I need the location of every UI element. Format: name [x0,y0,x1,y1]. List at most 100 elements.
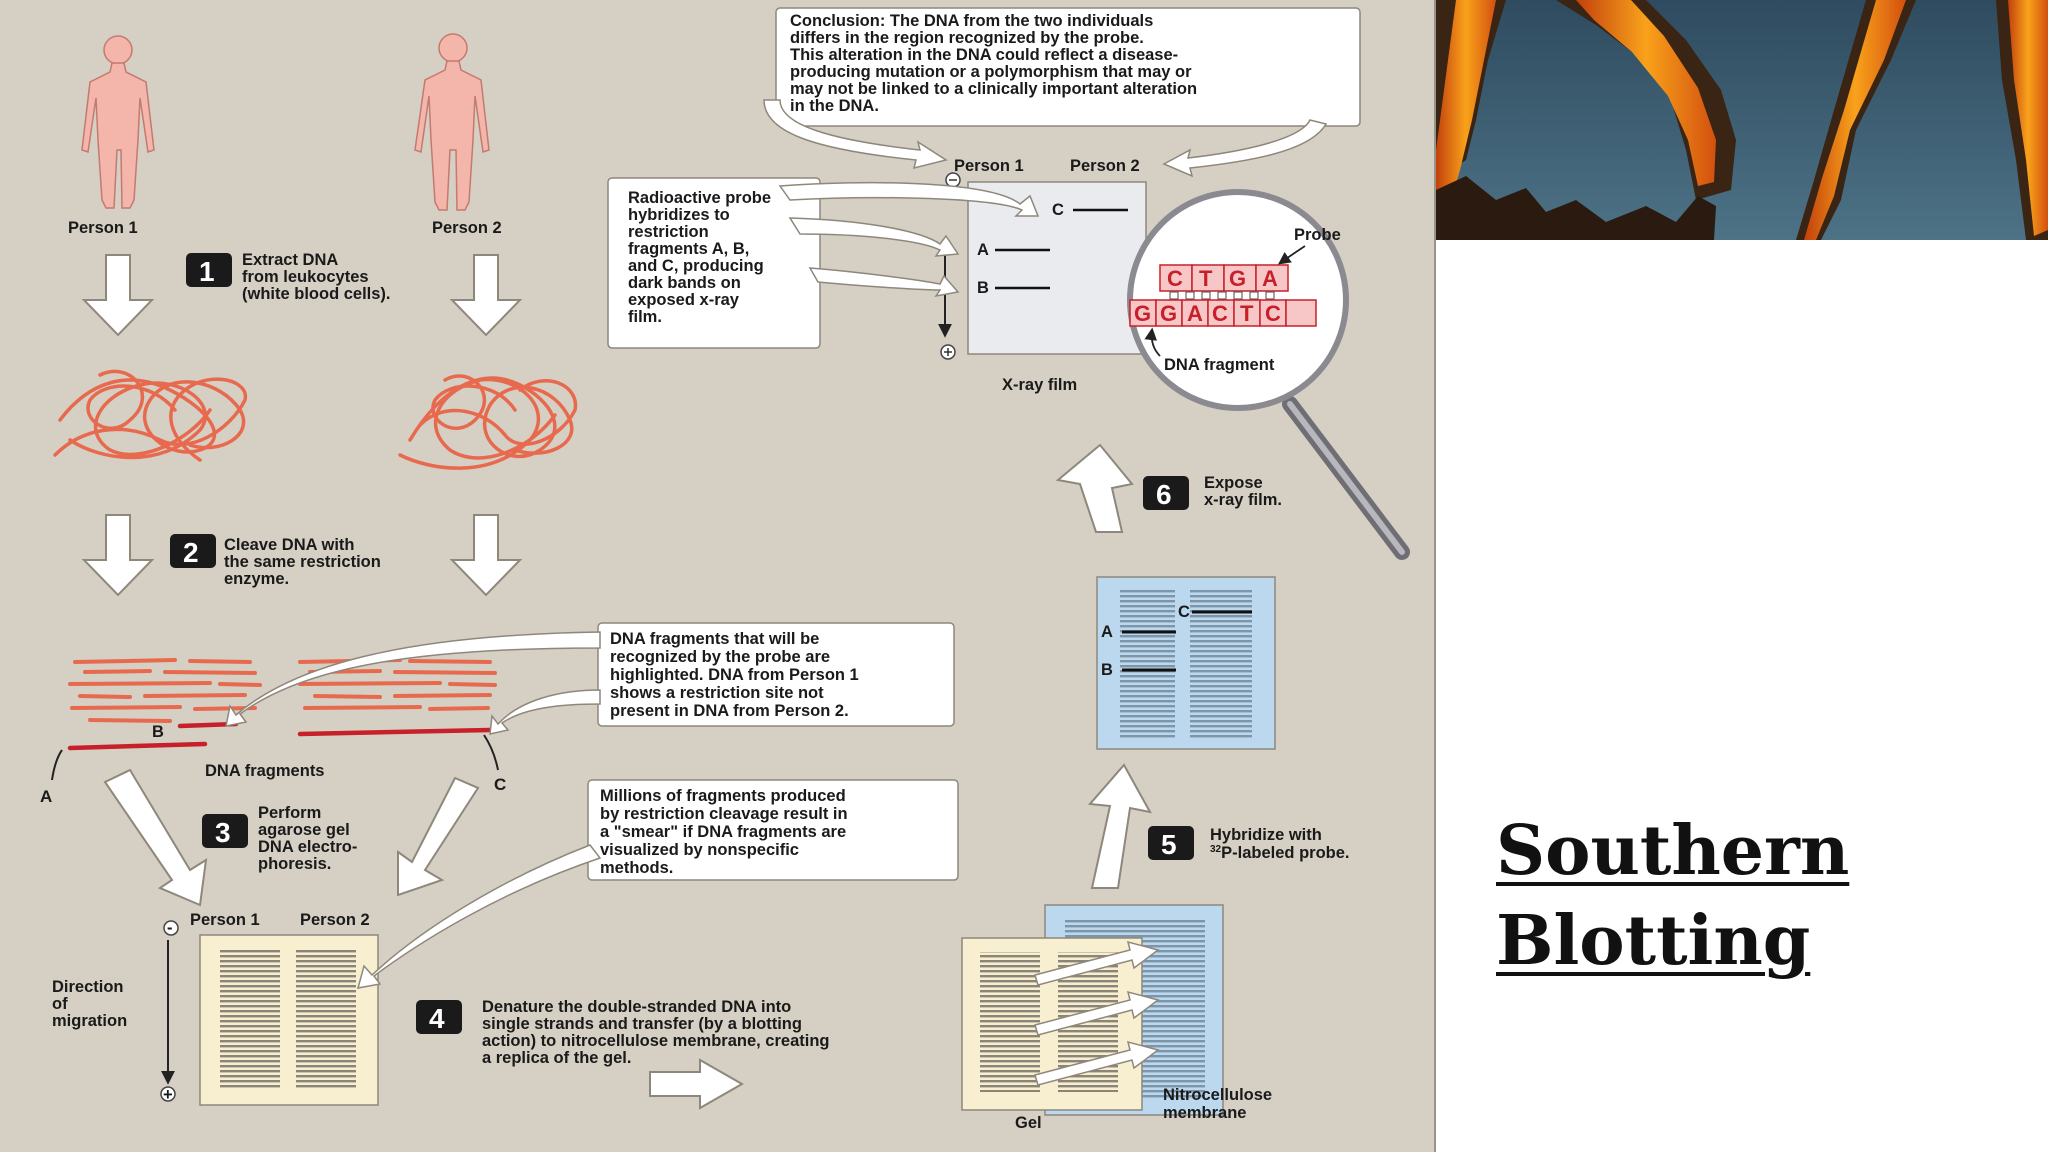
southern-blot-diagram: Person 1 Person 2 1 Extract DNA from leu… [0,0,1436,1152]
arrow-to-gel-person1 [103,768,208,907]
nitrocellulose-label-2: membrane [1163,1104,1246,1122]
step6-number: 6 [1156,479,1172,510]
step6-badge [1143,476,1189,510]
target-base-6: C [1265,301,1281,326]
conclusion-text-2: differs in the region recognized by the … [790,29,1144,47]
fragments-callout-text-5: present in DNA from Person 2. [610,702,849,720]
probe-callout [607,177,821,349]
fragment-a-label: A [40,787,52,806]
probe-pointer-b [808,267,960,298]
step5-text-1: Hybridize with [1210,826,1322,844]
smear-callout-text-1: Millions of fragments produced [600,787,846,805]
step1-number: 1 [199,256,215,287]
person2-label: Person 2 [432,219,502,237]
fragments-callout-text-2: recognized by the probe are [610,648,830,666]
slide-title-line1: Southern [1496,811,1850,891]
fragment-c-highlight [297,727,493,737]
probe-callout-text-7: exposed x-ray [628,291,740,309]
direction-label-1: Direction [52,978,124,996]
smear-callout [587,779,959,881]
step6-text-1: Expose [1204,474,1263,492]
membrane-band-c-label: C [1178,603,1190,621]
conclusion-text-3: This alteration in the DNA could reflect… [790,46,1178,64]
arrow-up-step5 [1087,763,1152,889]
step5-number: 5 [1161,829,1177,860]
membrane-band-b-label: B [1101,661,1113,679]
dna-fragment-label: DNA fragment [1164,356,1275,374]
target-base-4: C [1212,301,1228,326]
direction-label-3: migration [52,1012,127,1030]
gel-minus-electrode: - [167,919,173,937]
dna-fragments-person1 [68,658,262,723]
step2-number: 2 [183,537,199,568]
step1-text-3: (white blood cells). [242,285,391,303]
smear-callout-text-5: methods. [600,859,673,877]
xray-person2-label: Person 2 [1070,157,1140,175]
probe-callout-text-4: fragments A, B, [628,240,749,258]
step4-number: 4 [429,1003,445,1034]
xray-band-a-label: A [977,241,989,259]
arrow-down-person2-step1 [449,254,523,337]
xray-band-b-label: B [977,279,989,297]
step4-text-3: action) to nitrocellulose membrane, crea… [482,1032,830,1050]
person1-figure [81,35,155,209]
arrow-down-person1-step1 [81,254,155,337]
arrow-down-person1-step2 [81,514,155,597]
target-base-3: A [1187,301,1203,326]
fragments-callout-text-1: DNA fragments that will be [610,630,819,648]
fragment-c-label: C [494,775,506,794]
arrow-to-blot [649,1058,745,1110]
probe-callout-text-3: restriction [628,223,709,241]
fragment-a-highlight [67,741,208,751]
step4-text-1: Denature the double-stranded DNA into [482,998,791,1016]
fragments-pointer-person1 [225,631,601,727]
probe-sequence: C T G A [1159,264,1289,292]
step4-text-4: a replica of the gel. [482,1049,631,1067]
conclusion-text-6: in the DNA. [790,97,879,115]
conclusion-callout [775,7,1361,127]
step3-number: 3 [215,817,231,848]
step3-text-3: DNA electro- [258,838,357,856]
gel-lane-1 [220,950,280,1090]
fragments-pointer-person2 [489,689,601,735]
probe-base-2: T [1199,266,1213,291]
xray-film-label: X-ray film [1002,376,1077,394]
person1-label: Person 1 [68,219,138,237]
direction-label-2: of [52,995,68,1013]
probe-callout-text-2: hybridizes to [628,206,730,224]
person2-figure [414,33,490,211]
fragments-callout-text-4: shows a restriction site not [610,684,824,702]
probe-callout-text-6: dark bands on [628,274,741,292]
gel-person2-label: Person 2 [300,911,370,929]
step3-text-1: Perform [258,804,321,822]
target-base-2: G [1160,301,1177,326]
fragment-b-label: B [152,723,164,741]
arrow-to-gel-person2 [397,776,480,897]
target-base-5: T [1240,301,1254,326]
probe-callout-text-8: film. [628,308,662,326]
dna-tangle-person1 [53,369,247,462]
arrow-up-step6 [1055,443,1134,533]
step2-text-3: enzyme. [224,570,289,588]
target-base-1: G [1134,301,1151,326]
step5-badge [1148,826,1194,860]
fragments-callout-text-3: highlighted. DNA from Person 1 [610,666,859,684]
membrane-band-a-label: A [1101,623,1113,641]
probe-pointer-c [778,181,1040,217]
step1-badge [186,253,232,287]
transfer-arrows [1034,940,1160,1086]
gel-lane-2 [296,950,356,1090]
gel-plus-electrode: + [163,1086,173,1104]
slide-title-line2: Blotting [1496,901,1811,981]
gel-person1-label: Person 1 [190,911,260,929]
step3-text-4: phoresis. [258,855,331,873]
step1-text-1: Extract DNA [242,251,338,269]
step5-text-2: 32P-labeled probe. [1210,844,1349,862]
xray-band-c-label: C [1052,201,1064,219]
dna-fragments-label: DNA fragments [205,762,325,780]
step4-badge [416,1000,462,1034]
step1-text-2: from leukocytes [242,268,369,286]
probe-callout-text-1: Radioactive probe [628,189,771,207]
step4-text-2: single strands and transfer (by a blotti… [482,1015,802,1033]
